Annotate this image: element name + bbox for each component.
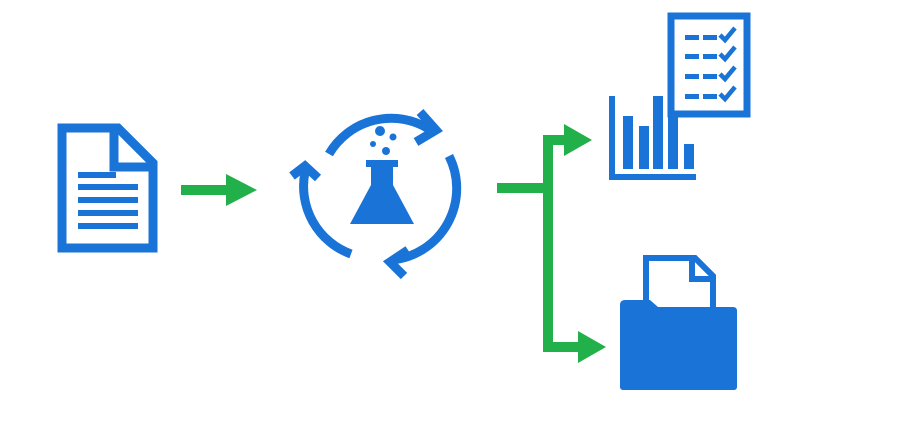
arrow-to-storage [543,331,606,363]
bar-chart-checklist-icon [609,12,751,180]
document-lines [78,172,138,229]
document-icon [57,123,158,253]
cycle-arrowheads [289,109,443,280]
flask-cycle-icon [289,109,462,280]
flask-icon [350,160,414,224]
bubbles [370,126,397,155]
arrow-process-branch [497,140,553,352]
folder-icon [620,300,737,390]
check-marks [718,26,737,103]
arrow-input-to-process [181,174,257,206]
arrow-to-report [543,124,592,156]
checklist-icon [667,12,751,118]
folder-document-icon [620,255,737,390]
checklist-lines [685,35,717,99]
bar-chart-icon [609,96,696,180]
cycle-arrows-icon [299,113,462,265]
